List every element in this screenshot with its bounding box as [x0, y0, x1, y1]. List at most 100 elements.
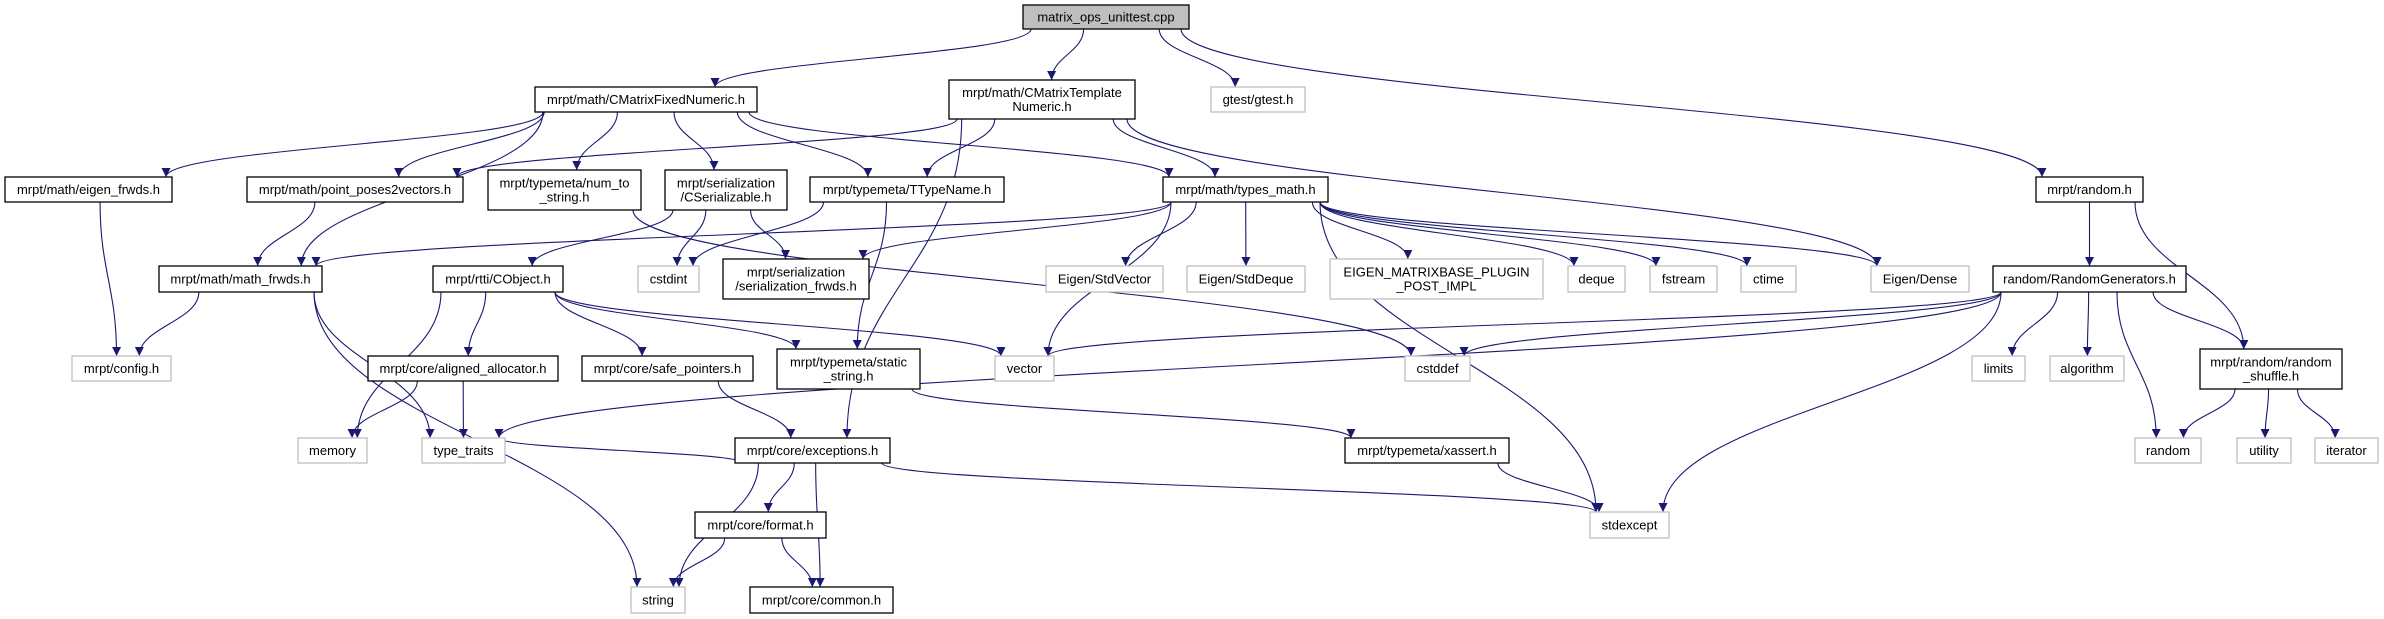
node-algorithm: algorithm [2049, 355, 2125, 382]
edge-random_h-to-shuffle [2134, 201, 2249, 350]
edge-cobject-to-vector [554, 291, 1006, 357]
node-label: mrpt/core/common.h [762, 593, 881, 608]
node-pp2v[interactable]: mrpt/math/point_poses2vectors.h [246, 176, 464, 203]
node-box [1971, 355, 2026, 382]
node-stdexcept: stdexcept [1589, 511, 1670, 539]
edge-ttype-to-staticstr [852, 201, 888, 350]
node-utility: utility [2236, 437, 2292, 464]
edge-cobject-to-staticstr [554, 291, 801, 350]
edge-safeptr-to-exceptions [717, 380, 796, 439]
node-cmfn[interactable]: mrpt/math/CMatrixFixedNumeric.h [534, 86, 758, 113]
node-label: random [2146, 443, 2190, 458]
node-root[interactable]: matrix_ops_unittest.cpp [1022, 4, 1190, 30]
node-ttype[interactable]: mrpt/typemeta/TTypeName.h [809, 176, 1005, 203]
node-fstream: fstream [1649, 265, 1718, 293]
node-stddeque: Eigen/StdDeque [1186, 265, 1306, 293]
node-xassert[interactable]: mrpt/typemeta/xassert.h [1344, 437, 1510, 464]
node-label: mrpt/math/point_poses2vectors.h [259, 182, 451, 197]
node-label: algorithm [2060, 361, 2113, 376]
node-label: matrix_ops_unittest.cpp [1037, 10, 1174, 25]
edge-cser-to-serfrwds [749, 209, 790, 260]
node-label: mrpt/core/safe_pointers.h [594, 361, 741, 376]
node-box [1740, 265, 1797, 293]
edge-exceptions-to-format [763, 462, 795, 513]
edge-cmtn-to-types_math [1112, 118, 1220, 178]
node-label: mrpt/math/types_math.h [1175, 182, 1315, 197]
node-box [1992, 265, 2187, 293]
node-label: mrpt/core/format.h [707, 518, 813, 533]
edge-root-to-gtest [1158, 28, 1240, 88]
node-box [1567, 265, 1626, 293]
edge-pp2v-to-math_frwds [253, 201, 316, 267]
node-deque: deque [1567, 265, 1626, 293]
node-safeptr[interactable]: mrpt/core/safe_pointers.h [581, 355, 754, 382]
node-cstdint: cstdint [637, 265, 700, 293]
node-label: cstdint [650, 272, 688, 287]
edge-cmfn-to-pp2v [394, 111, 545, 178]
node-box [630, 586, 686, 614]
node-label: mrpt/math/CMatrixFixedNumeric.h [547, 92, 745, 107]
node-box [1589, 511, 1670, 539]
edge-randgen-to-stdexcept [1658, 291, 2002, 513]
node-cser[interactable]: mrpt/serialization/CSerializable.h [664, 169, 788, 211]
node-randgen[interactable]: random/RandomGenerators.h [1992, 265, 2187, 293]
node-serfrwds[interactable]: mrpt/serialization/serialization_frwds.h [722, 258, 870, 300]
node-box [297, 437, 368, 464]
node-format[interactable]: mrpt/core/format.h [694, 511, 827, 539]
edge-cser-to-cobject [527, 209, 674, 267]
node-memory: memory [297, 437, 368, 464]
node-staticstr[interactable]: mrpt/typemeta/static_string.h [776, 348, 921, 390]
node-label: limits [1984, 361, 2014, 376]
node-label: /serialization_frwds.h [735, 279, 856, 294]
node-common[interactable]: mrpt/core/common.h [749, 586, 894, 614]
node-dense: Eigen/Dense [1870, 265, 1970, 293]
edge-math_frwds-to-config [134, 291, 200, 357]
edge-cmtn-to-ttype [922, 118, 996, 178]
node-label: _string.h [539, 190, 590, 205]
node-exceptions[interactable]: mrpt/core/exceptions.h [734, 437, 891, 464]
node-box [809, 176, 1005, 203]
node-aligned[interactable]: mrpt/core/aligned_allocator.h [367, 355, 559, 382]
node-math_frwds[interactable]: mrpt/math/math_frwds.h [158, 265, 323, 293]
node-config: mrpt/config.h [71, 355, 172, 382]
node-label: mrpt/core/aligned_allocator.h [380, 361, 547, 376]
node-label: mrpt/rtti/CObject.h [445, 272, 550, 287]
node-types_math[interactable]: mrpt/math/types_math.h [1162, 176, 1329, 203]
node-eigen_frwds[interactable]: mrpt/math/eigen_frwds.h [4, 176, 173, 203]
node-label: iterator [2326, 443, 2367, 458]
node-label: mrpt/typemeta/xassert.h [1357, 443, 1496, 458]
node-box [1022, 4, 1190, 30]
node-label: mrpt/random.h [2047, 182, 2132, 197]
node-box [664, 169, 788, 211]
edge-aligned-to-memory [347, 380, 418, 439]
node-box [2199, 348, 2343, 390]
edge-cmfn-to-ttype [736, 111, 873, 178]
node-label: stdexcept [1602, 518, 1658, 533]
node-label: utility [2249, 443, 2279, 458]
node-label: mrpt/typemeta/TTypeName.h [823, 182, 991, 197]
edge-types_math-to-stdvector [1121, 201, 1197, 267]
node-shuffle[interactable]: mrpt/random/random_shuffle.h [2199, 348, 2343, 390]
node-box [432, 265, 564, 293]
edge-cmfn-to-cser [673, 111, 719, 171]
node-stdvector: Eigen/StdVector [1045, 265, 1164, 293]
edge-format-to-common [781, 537, 817, 588]
node-num2str[interactable]: mrpt/typemeta/num_to_string.h [487, 169, 642, 211]
node-box [1210, 86, 1306, 113]
edges-layer [99, 28, 2340, 588]
node-label: string [642, 593, 674, 608]
node-box [1162, 176, 1329, 203]
edge-cmtn-to-pp2v [452, 118, 958, 178]
node-label: fstream [1662, 272, 1705, 287]
edge-exceptions-to-typetraits [494, 437, 744, 464]
edge-root-to-cmfn [710, 28, 1032, 88]
node-box [1045, 265, 1164, 293]
node-cobject[interactable]: mrpt/rtti/CObject.h [432, 265, 564, 293]
node-random_h[interactable]: mrpt/random.h [2035, 176, 2144, 203]
edge-types_math-to-deque [1319, 201, 1579, 267]
node-box [1329, 258, 1544, 300]
edge-cobject-to-safeptr [554, 291, 647, 357]
edge-randgen-to-vector [1043, 291, 2002, 357]
